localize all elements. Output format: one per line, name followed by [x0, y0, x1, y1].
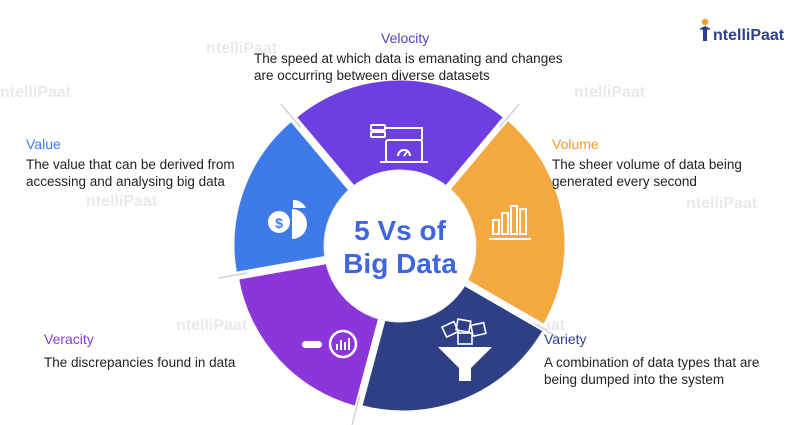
server-speedometer-icon	[370, 124, 428, 163]
divider-line	[499, 103, 520, 128]
velocity-title: Velocity	[381, 30, 430, 46]
watermark: ntelliPaat	[686, 195, 758, 212]
funnel-icon	[438, 318, 492, 381]
person-i-mark	[699, 18, 711, 41]
dollar-pie-icon: $	[268, 199, 307, 239]
value-title: Value	[26, 136, 61, 152]
variety-title: Variety	[544, 331, 587, 347]
magnifier-chart-icon	[302, 329, 358, 359]
svg-text:$: $	[275, 215, 283, 231]
logo-text: ntelliPaat	[713, 27, 785, 44]
center-title-line2: Big Data	[343, 248, 457, 279]
veracity-block: Veracity The discrepancies found in data	[44, 331, 284, 371]
variety-block: Variety A combination of data types that…	[544, 331, 784, 388]
intellipaat-logo: ntelliPaat	[696, 16, 794, 46]
volume-title: Volume	[552, 136, 599, 152]
volume-description: The sheer volume of data being generated…	[552, 157, 742, 189]
veracity-description: The discrepancies found in data	[44, 355, 236, 370]
velocity-block: Velocity The speed at which data is eman…	[254, 30, 574, 84]
divider-line	[351, 395, 361, 425]
center-title-line1: 5 Vs of	[354, 215, 446, 246]
watermark: ntelliPaat	[0, 84, 72, 101]
segment-velocity	[293, 77, 507, 245]
divider-line	[280, 103, 301, 128]
volume-block: Volume The sheer volume of data being ge…	[552, 136, 782, 190]
divider-line	[217, 272, 248, 279]
veracity-title: Veracity	[44, 331, 94, 347]
center-circle	[323, 169, 477, 323]
watermark: ntelliPaat	[206, 40, 278, 57]
watermark: ntelliPaat	[574, 84, 646, 101]
watermark: ntelliPaat	[176, 317, 248, 334]
velocity-description: The speed at which data is emanating and…	[254, 51, 563, 83]
segment-volume	[400, 117, 568, 328]
watermark: ntelliPaat	[86, 193, 158, 210]
variety-description: A combination of data types that are bei…	[544, 355, 760, 387]
divider-line	[533, 322, 561, 340]
value-description: The value that can be derived from acces…	[26, 157, 235, 189]
bar-chart-icon	[489, 205, 531, 240]
value-block: Value The value that can be derived from…	[26, 136, 241, 190]
